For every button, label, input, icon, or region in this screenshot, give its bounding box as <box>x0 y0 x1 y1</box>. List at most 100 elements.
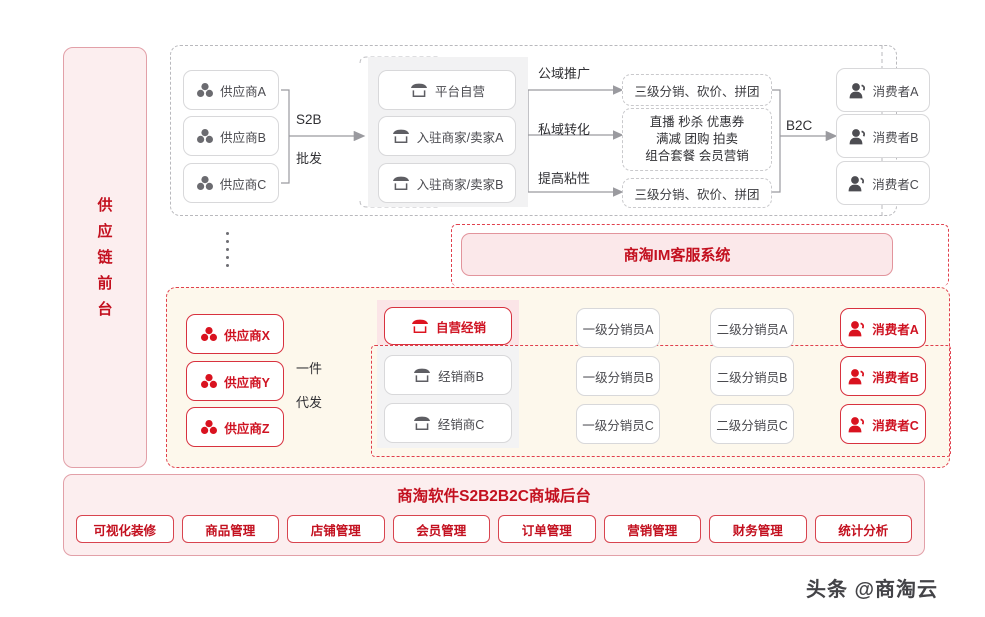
marketing-text: 组合套餐 会员营销 <box>645 149 749 163</box>
level1-distributor-a[interactable]: 一级分销员A <box>576 308 660 348</box>
supplier-box-c[interactable]: 供应商C <box>183 163 279 203</box>
consumer-label: 消费者C <box>872 418 919 433</box>
dealer-label: 经销商C <box>437 417 485 432</box>
level2-label: 二级分销员C <box>716 418 788 433</box>
seller-label: 入驻商家/卖家B <box>416 177 504 192</box>
channel-label-private: 私域转化 <box>538 122 591 137</box>
supplier-box-z[interactable]: 供应商Z <box>186 407 284 447</box>
supplier-label: 供应商Y <box>224 375 270 390</box>
dealer-box-b[interactable]: 经销商B <box>384 355 512 395</box>
vchar: 前 <box>97 274 113 292</box>
im-customer-service-banner[interactable]: 商淘IM客服系统 <box>461 233 893 276</box>
supplier-label: 供应商X <box>224 328 270 343</box>
consumer-label: 消费者A <box>872 322 919 337</box>
channel-label-sticky: 提高粘性 <box>538 171 591 186</box>
bottom-s2b2b2c-flow-region <box>166 287 950 468</box>
user-icon <box>847 320 866 337</box>
consumer-label: 消费者B <box>872 370 919 385</box>
dealer-label: 自营经销 <box>435 320 486 335</box>
consumer-box-b-top[interactable]: 消费者B <box>836 114 930 158</box>
ellipsis-vertical-icon <box>226 232 229 267</box>
consumer-box-a-top[interactable]: 消费者A <box>836 68 930 112</box>
store-icon <box>391 128 411 145</box>
im-banner-label: 商淘IM客服系统 <box>623 247 731 264</box>
supply-chain-frontend-panel: 供 应 链 前 台 <box>63 47 147 468</box>
marketing-box-1[interactable]: 三级分销、砍价、拼团 <box>622 74 772 106</box>
level2-label: 二级分销员A <box>716 322 788 337</box>
level1-label: 一级分销员A <box>582 322 654 337</box>
dealer-label: 经销商B <box>438 369 484 384</box>
supplier-box-b[interactable]: 供应商B <box>183 116 279 156</box>
seller-box-b[interactable]: 入驻商家/卖家B <box>378 163 516 203</box>
consumer-box-c-bottom[interactable]: 消费者C <box>840 404 926 444</box>
marketing-box-2[interactable]: 直播 秒杀 优惠券 满减 团购 拍卖 组合套餐 会员营销 <box>622 108 772 171</box>
flow-label-dropship: 代发 <box>296 395 323 410</box>
backend-button-shop-management[interactable]: 店铺管理 <box>287 515 385 543</box>
channel-label-public: 公域推广 <box>538 66 591 81</box>
consumer-box-c-top[interactable]: 消费者C <box>836 161 930 205</box>
user-icon <box>847 416 866 433</box>
level2-distributor-c[interactable]: 二级分销员C <box>710 404 794 444</box>
seller-label: 入驻商家/卖家A <box>416 130 504 145</box>
cluster-icon <box>196 82 214 98</box>
backend-button-member-management[interactable]: 会员管理 <box>392 515 490 543</box>
dealer-box-self-operated[interactable]: 自营经销 <box>384 307 512 345</box>
marketing-text: 三级分销、砍价、拼团 <box>634 187 760 202</box>
level2-distributor-b[interactable]: 二级分销员B <box>710 356 794 396</box>
marketing-text: 三级分销、砍价、拼团 <box>634 84 760 99</box>
supplier-box-a[interactable]: 供应商A <box>183 70 279 110</box>
cluster-icon <box>200 373 218 389</box>
store-icon <box>409 82 429 99</box>
user-icon <box>847 175 866 192</box>
level2-label: 二级分销员B <box>716 370 788 385</box>
vchar: 供 <box>97 196 113 214</box>
backend-button-order-management[interactable]: 订单管理 <box>498 515 596 543</box>
level1-distributor-b[interactable]: 一级分销员B <box>576 356 660 396</box>
backend-button-statistics-analysis[interactable]: 统计分析 <box>814 515 912 543</box>
backend-title: 商淘软件S2B2B2C商城后台 <box>397 488 591 505</box>
level1-label: 一级分销员B <box>582 370 654 385</box>
backend-button-visual-decoration[interactable]: 可视化装修 <box>76 515 174 543</box>
backend-button-finance-management[interactable]: 财务管理 <box>709 515 807 543</box>
consumer-box-b-bottom[interactable]: 消费者B <box>840 356 926 396</box>
dealer-box-c[interactable]: 经销商C <box>384 403 512 443</box>
vchar: 台 <box>97 300 113 318</box>
seller-box-a[interactable]: 入驻商家/卖家A <box>378 116 516 156</box>
supplier-label: 供应商Z <box>224 421 270 436</box>
backend-button-marketing-management[interactable]: 营销管理 <box>603 515 701 543</box>
store-icon <box>391 175 411 192</box>
vchar: 链 <box>97 248 113 266</box>
flow-label-wholesale: 批发 <box>296 151 323 166</box>
consumer-label: 消费者C <box>872 177 919 192</box>
cluster-icon <box>196 128 214 144</box>
supplier-box-x[interactable]: 供应商X <box>186 314 284 354</box>
marketing-text: 满减 团购 拍卖 <box>656 132 738 146</box>
supply-chain-frontend-label: 供 应 链 前 台 <box>64 193 146 323</box>
consumer-label: 消费者B <box>872 130 919 145</box>
store-icon <box>410 318 430 335</box>
backend-button-row: 可视化装修 商品管理 店铺管理 会员管理 订单管理 营销管理 财务管理 统计分析 <box>76 515 912 543</box>
backend-button-product-management[interactable]: 商品管理 <box>181 515 279 543</box>
flow-label-oneitem: 一件 <box>296 361 323 376</box>
consumer-box-a-bottom[interactable]: 消费者A <box>840 308 926 348</box>
distribution-chain-outline <box>371 345 951 457</box>
supplier-label: 供应商B <box>220 130 266 145</box>
user-icon <box>848 128 867 145</box>
store-icon <box>412 367 432 384</box>
store-icon <box>412 415 432 432</box>
cluster-icon <box>200 326 218 342</box>
flow-label-s2b: S2B <box>296 112 322 127</box>
marketing-text: 直播 秒杀 优惠券 <box>649 115 745 129</box>
im-region-outline <box>451 224 949 286</box>
supplier-box-y[interactable]: 供应商Y <box>186 361 284 401</box>
level1-distributor-c[interactable]: 一级分销员C <box>576 404 660 444</box>
flow-label-b2c: B2C <box>786 118 813 133</box>
level2-distributor-a[interactable]: 二级分销员A <box>710 308 794 348</box>
seller-box-platform[interactable]: 平台自营 <box>378 70 516 110</box>
cluster-icon <box>196 175 214 191</box>
supplier-label: 供应商C <box>219 177 267 192</box>
marketing-box-3[interactable]: 三级分销、砍价、拼团 <box>622 178 772 208</box>
level1-label: 一级分销员C <box>582 418 654 433</box>
consumer-label: 消费者A <box>872 84 919 99</box>
watermark: 头条 @商淘云 <box>806 579 939 601</box>
